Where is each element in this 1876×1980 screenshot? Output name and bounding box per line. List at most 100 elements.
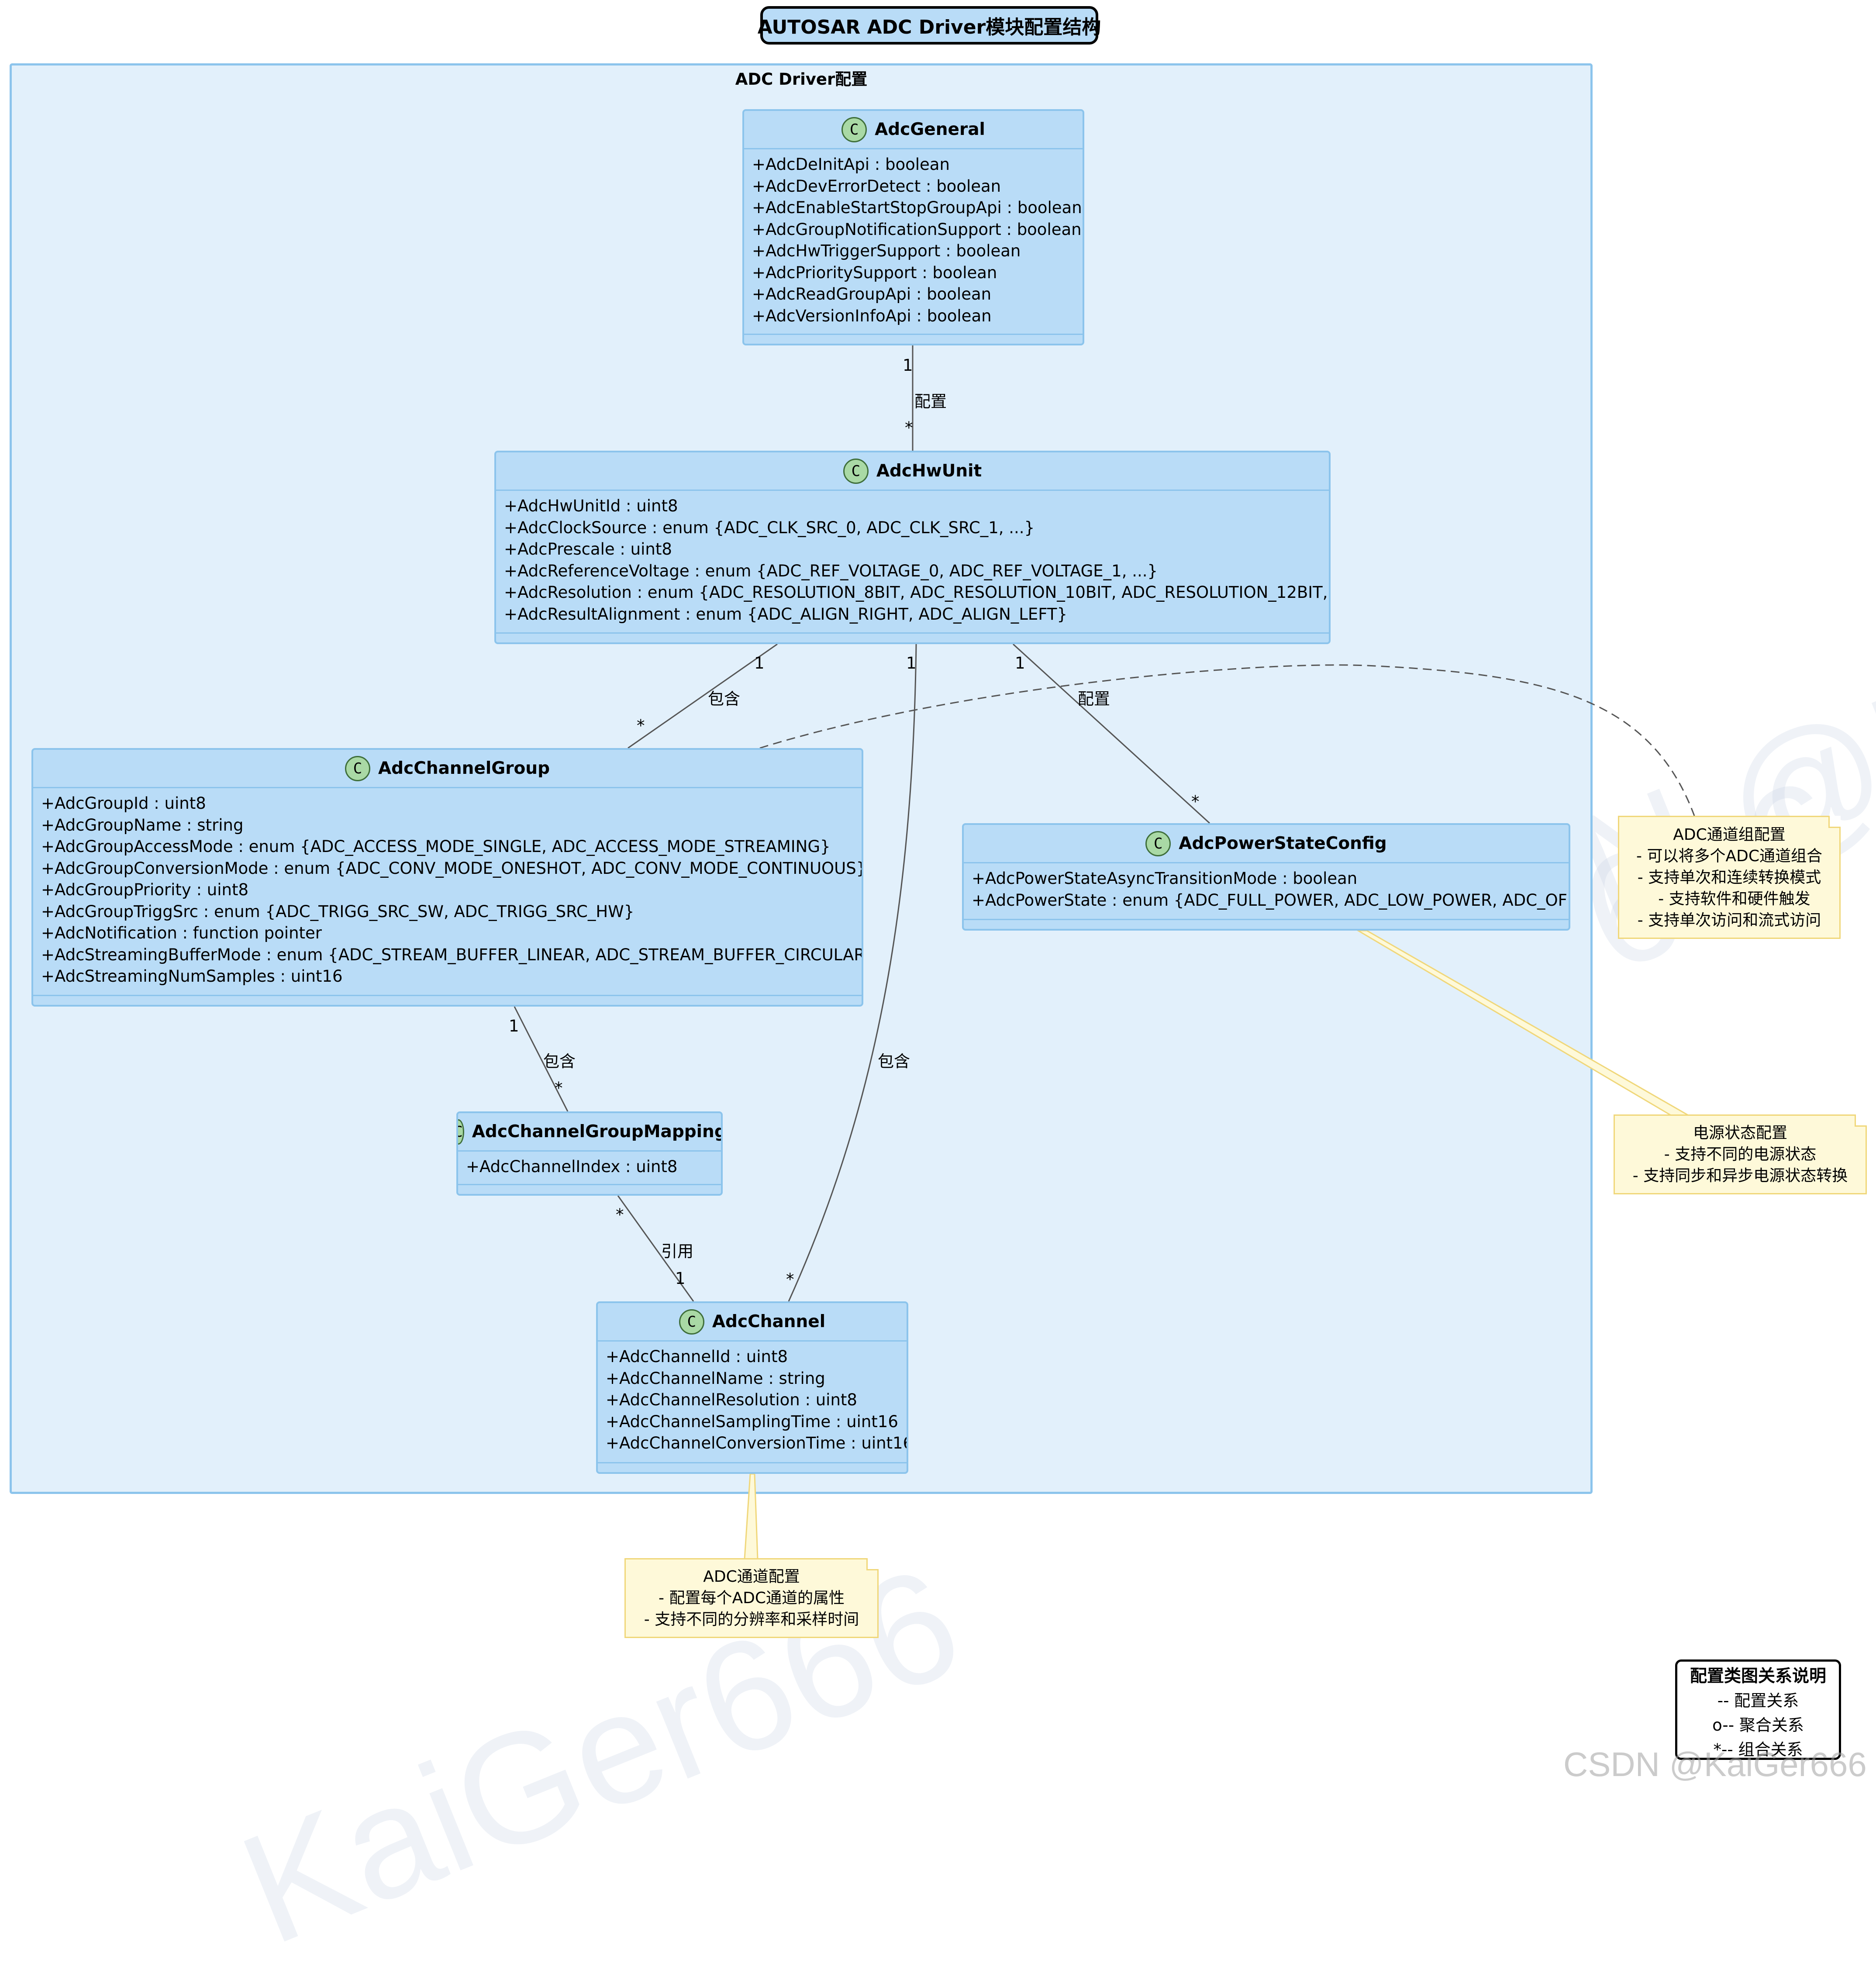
legend-item: -- 配置关系 xyxy=(1717,1691,1799,1710)
class-name: AdcGeneral xyxy=(875,120,985,139)
note-link-channel xyxy=(744,1473,759,1560)
edge-channelgroup-mapping xyxy=(514,1006,569,1112)
note-line: - 支持单次和连续转换模式 xyxy=(1637,868,1821,887)
class-name: AdcChannel xyxy=(712,1312,826,1331)
attribute: +AdcGroupTriggSrc : enum {ADC_TRIGG_SRC_… xyxy=(41,902,635,921)
attribute: +AdcPrioritySupport : boolean xyxy=(752,263,997,282)
method-compartment xyxy=(496,634,1329,642)
edge-label-hwunit-powerstate: 配置 xyxy=(1078,690,1110,708)
attribute: +AdcResolution : enum {ADC_RESOLUTION_8B… xyxy=(504,583,1331,602)
class-adc-channel-group: C AdcChannelGroup +AdcGroupId : uint8 +A… xyxy=(31,748,863,1007)
note-channel: ADC通道配置 - 配置每个ADC通道的属性 - 支持不同的分辨率和采样时间 xyxy=(624,1558,879,1638)
attribute: +AdcReferenceVoltage : enum {ADC_REF_VOL… xyxy=(504,561,1158,580)
mult-hwunit-channelgroup-to: * xyxy=(637,716,645,735)
class-name: AdcChannelGroup xyxy=(378,759,550,778)
note-line: - 配置每个ADC通道的属性 xyxy=(659,1589,845,1607)
attribute: +AdcGroupName : string xyxy=(41,815,244,835)
note-line: ADC通道配置 xyxy=(703,1568,800,1586)
note-channel-group: ADC通道组配置 - 可以将多个ADC通道组合 - 支持单次和连续转换模式 - … xyxy=(1618,816,1841,939)
edge-hwunit-powerstate xyxy=(1012,643,1210,824)
class-header: C AdcHwUnit xyxy=(496,452,1329,491)
attribute-list: +AdcChannelIndex : uint8 xyxy=(458,1152,721,1185)
package-label: ADC Driver配置 xyxy=(735,70,868,89)
class-name: AdcPowerStateConfig xyxy=(1179,834,1387,853)
attribute-list: +AdcPowerStateAsyncTransitionMode : bool… xyxy=(964,863,1569,920)
attribute: +AdcHwTriggerSupport : boolean xyxy=(752,241,1021,260)
note-line: - 支持同步和异步电源状态转换 xyxy=(1632,1167,1848,1185)
edge-hwunit-channelgroup xyxy=(628,643,778,749)
diagram-title: AUTOSAR ADC Driver模块配置结构 xyxy=(758,6,1101,45)
mult-hwunit-channel-to: * xyxy=(786,1270,794,1289)
attribute: +AdcDevErrorDetect : boolean xyxy=(752,176,1001,196)
attribute: +AdcChannelIndex : uint8 xyxy=(466,1157,678,1176)
class-header: C AdcChannelGroupMapping xyxy=(458,1113,721,1152)
class-icon: C xyxy=(679,1309,704,1335)
class-icon: C xyxy=(345,755,370,781)
attribute: +AdcChannelId : uint8 xyxy=(606,1347,788,1366)
note-line: ADC通道组配置 xyxy=(1673,825,1786,844)
class-name: AdcHwUnit xyxy=(876,461,982,481)
attribute: +AdcChannelConversionTime : uint16 xyxy=(606,1434,908,1452)
class-adc-power-state-config: C AdcPowerStateConfig +AdcPowerStateAsyn… xyxy=(962,823,1570,931)
attribute: +AdcPrescale : uint8 xyxy=(504,540,672,559)
class-name: AdcChannelGroupMapping xyxy=(472,1122,723,1142)
edge-label-channelgroup-mapping: 包含 xyxy=(543,1052,576,1071)
attribute: +AdcClockSource : enum {ADC_CLK_SRC_0, A… xyxy=(504,518,1035,537)
note-line: - 支持不同的电源状态 xyxy=(1664,1145,1817,1163)
edge-label-mapping-channel: 引用 xyxy=(661,1242,693,1261)
class-adc-hw-unit: C AdcHwUnit +AdcHwUnitId : uint8 +AdcClo… xyxy=(494,451,1331,644)
class-adc-channel-group-mapping: C AdcChannelGroupMapping +AdcChannelInde… xyxy=(456,1111,723,1196)
edge-label-general-hwunit: 配置 xyxy=(914,392,947,411)
mult-hwunit-powerstate-from: 1 xyxy=(1015,654,1025,673)
method-compartment xyxy=(598,1463,907,1472)
method-compartment xyxy=(964,920,1569,929)
mult-channelgroup-mapping-to: * xyxy=(555,1079,563,1097)
mult-mapping-channel-from: * xyxy=(616,1205,624,1224)
class-header: C AdcChannelGroup xyxy=(33,750,862,788)
legend-item: o-- 聚合关系 xyxy=(1712,1716,1804,1735)
class-icon: C xyxy=(843,458,869,484)
attribute: +AdcPowerState : enum {ADC_FULL_POWER, A… xyxy=(972,890,1570,910)
note-link-power xyxy=(1355,930,1693,1117)
attribute: +AdcStreamingBufferMode : enum {ADC_STRE… xyxy=(41,945,863,964)
attribute: +AdcGroupNotificationSupport : boolean xyxy=(752,220,1082,239)
class-diagram: CSDN @KaiGer666 CSDN @KaiGer666 @KaiGer6… xyxy=(10,6,1876,1977)
class-adc-channel: C AdcChannel +AdcChannelId : uint8 +AdcC… xyxy=(596,1301,908,1474)
attribute: +AdcChannelSamplingTime : uint16 xyxy=(606,1412,898,1431)
attribute: +AdcVersionInfoApi : boolean xyxy=(752,306,992,325)
note-fold-icon xyxy=(1855,1114,1867,1127)
legend-box: 配置类图关系说明 -- 配置关系 o-- 聚合关系 *-- 组合关系 xyxy=(1675,1659,1841,1760)
note-power-state: 电源状态配置 - 支持不同的电源状态 - 支持同步和异步电源状态转换 xyxy=(1614,1114,1867,1194)
attribute-list: +AdcChannelId : uint8 +AdcChannelName : … xyxy=(598,1342,907,1463)
note-link-group xyxy=(759,664,1695,816)
attribute: +AdcChannelName : string xyxy=(606,1369,825,1388)
method-compartment xyxy=(744,335,1083,344)
mult-general-hwunit-to: * xyxy=(905,418,913,437)
class-header: C AdcGeneral xyxy=(744,111,1083,149)
attribute: +AdcGroupAccessMode : enum {ADC_ACCESS_M… xyxy=(41,837,831,856)
attribute: +AdcGroupPriority : uint8 xyxy=(41,880,249,899)
edge-label-hwunit-channelgroup: 包含 xyxy=(708,690,740,708)
attribute: +AdcEnableStartStopGroupApi : boolean xyxy=(752,198,1082,217)
attribute: +AdcChannelResolution : uint8 xyxy=(606,1390,857,1409)
edge-hwunit-channel xyxy=(788,644,917,1302)
attribute: +AdcPowerStateAsyncTransitionMode : bool… xyxy=(972,869,1358,888)
attribute-list: +AdcDeInitApi : boolean +AdcDevErrorDete… xyxy=(744,149,1083,335)
class-icon: C xyxy=(841,117,867,142)
note-line: - 可以将多个ADC通道组合 xyxy=(1636,847,1822,865)
attribute: +AdcGroupConversionMode : enum {ADC_CONV… xyxy=(41,859,863,878)
mult-hwunit-channel-from: 1 xyxy=(906,654,917,673)
attribute-list: +AdcHwUnitId : uint8 +AdcClockSource : e… xyxy=(496,491,1329,634)
note-line: 电源状态配置 xyxy=(1693,1124,1787,1142)
method-compartment xyxy=(33,996,862,1005)
attribute: +AdcNotification : function pointer xyxy=(41,924,322,942)
class-icon: C xyxy=(458,1119,464,1145)
mult-mapping-channel-to: 1 xyxy=(675,1269,686,1288)
legend-item: *-- 组合关系 xyxy=(1713,1740,1803,1759)
note-line: - 支持不同的分辨率和采样时间 xyxy=(644,1611,859,1628)
class-icon: C xyxy=(1145,831,1171,856)
edge-label-hwunit-channel: 包含 xyxy=(878,1052,910,1071)
mult-general-hwunit-from: 1 xyxy=(903,356,913,375)
note-line: - 支持软件和硬件触发 xyxy=(1648,890,1810,908)
attribute: +AdcGroupId : uint8 xyxy=(41,794,206,813)
